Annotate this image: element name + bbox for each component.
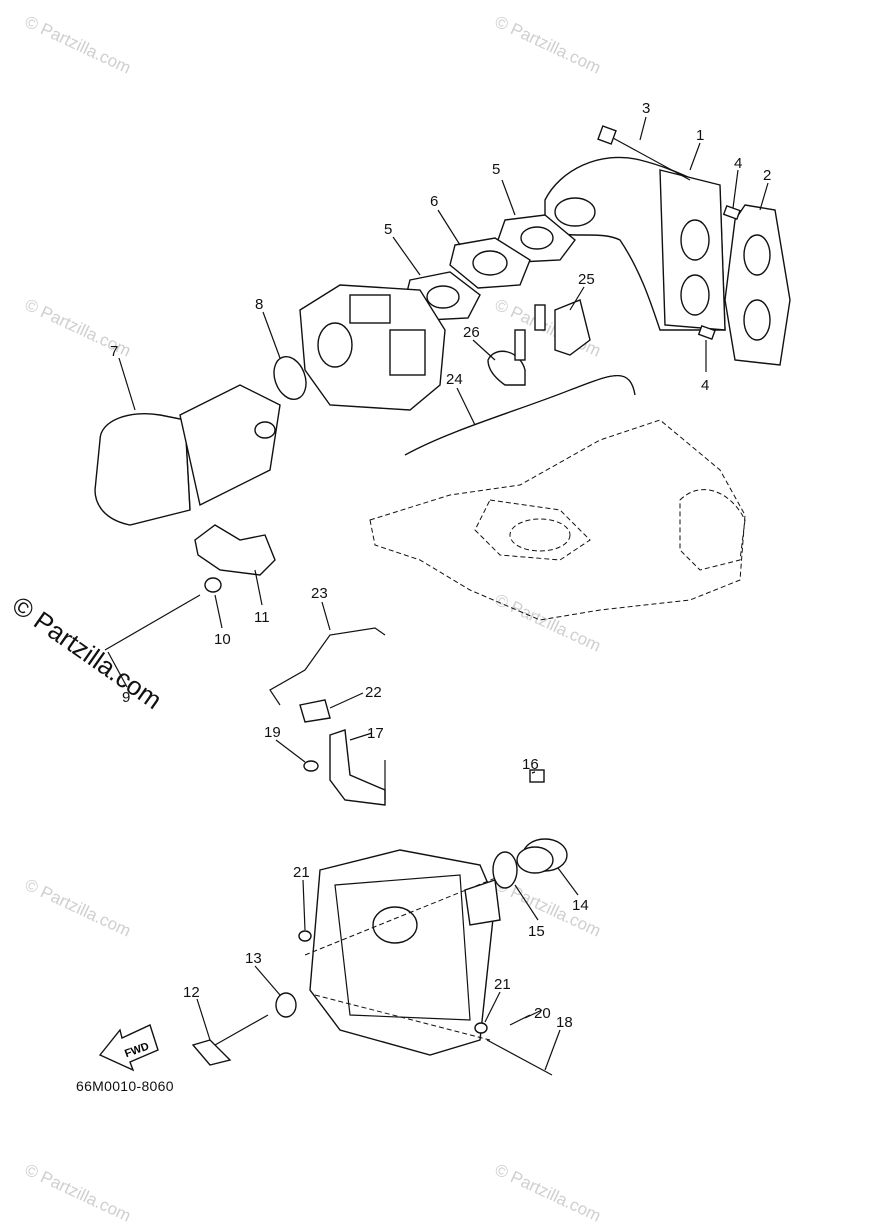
callout-19: 19 <box>264 724 281 741</box>
intake-silencer-box <box>304 849 541 1056</box>
callout-13: 13 <box>245 950 262 967</box>
clamp-part-26 <box>487 329 526 386</box>
plate-part-6 <box>449 237 531 289</box>
callout-14: 14 <box>572 897 589 914</box>
callout-6: 6 <box>430 193 438 210</box>
link-rod-part-23 <box>269 627 386 706</box>
callout-21-upper: 21 <box>293 864 310 881</box>
callout-21-lower: 21 <box>494 976 511 993</box>
hose-part-24-outline <box>404 375 636 456</box>
callout-4-top: 4 <box>734 155 742 172</box>
bolt-part-9 <box>104 594 201 651</box>
diagram-part-number: 66M0010-8060 <box>76 1078 174 1094</box>
callout-9: 9 <box>122 689 130 706</box>
washer-part-19 <box>303 760 319 772</box>
o-ring-part-8 <box>273 355 307 401</box>
callout-23: 23 <box>311 585 328 602</box>
callout-22: 22 <box>365 684 382 701</box>
manifold-part <box>544 156 726 331</box>
silencer-part-7 <box>94 384 281 526</box>
callout-25: 25 <box>578 271 595 288</box>
bracket-part-25 <box>534 299 591 356</box>
callout-4-bottom: 4 <box>701 377 709 394</box>
callout-18: 18 <box>556 1014 573 1031</box>
carburetor <box>299 284 446 411</box>
clip-part-22 <box>299 699 331 723</box>
gasket-part-2 <box>724 204 791 366</box>
grommet-part-13 <box>275 992 297 1018</box>
parts-diagram: © Partzilla.com © Partzilla.com © Partzi… <box>7 12 791 1226</box>
callout-labels: 1 2 3 4 4 5 5 6 7 8 9 10 11 12 13 14 15 … <box>110 100 771 1031</box>
gasket-part-15 <box>492 851 518 889</box>
callout-20: 20 <box>534 1005 551 1022</box>
bracket-part-11 <box>194 524 276 576</box>
boot-part-14 <box>516 838 568 874</box>
callout-2: 2 <box>763 167 771 184</box>
callout-11: 11 <box>254 609 270 626</box>
callout-17: 17 <box>367 725 384 742</box>
hose-part-24-fill <box>404 375 636 456</box>
callout-15: 15 <box>528 923 545 940</box>
lever-part-17 <box>329 729 386 806</box>
callout-5-lower: 5 <box>384 221 392 238</box>
washer-part-21-upper <box>298 930 312 942</box>
callout-7: 7 <box>110 343 118 360</box>
leader-lines <box>107 116 769 1071</box>
callout-26: 26 <box>463 324 480 341</box>
gasket-part-5-upper <box>497 214 576 263</box>
callout-16: 16 <box>522 756 539 773</box>
washer-part-21-lower <box>474 1022 488 1034</box>
fwd-arrow-icon: FWD <box>98 1024 159 1072</box>
pin-part-4-top <box>722 204 741 220</box>
callout-24: 24 <box>446 371 463 388</box>
callout-10: 10 <box>214 631 231 648</box>
callout-5-upper: 5 <box>492 161 500 178</box>
engine-block-outline <box>369 419 746 621</box>
callout-12: 12 <box>183 984 200 1001</box>
callout-8: 8 <box>255 296 263 313</box>
pin-part-4-bottom <box>697 324 716 340</box>
rod-part-18 <box>486 1039 553 1076</box>
callout-3: 3 <box>642 100 650 117</box>
knob-part-12 <box>191 1014 269 1066</box>
exploded-view-drawing: FWD <box>94 100 791 1076</box>
bolt-part-3 <box>597 125 691 181</box>
callout-1: 1 <box>696 127 704 144</box>
grommet-part-10 <box>204 577 222 593</box>
